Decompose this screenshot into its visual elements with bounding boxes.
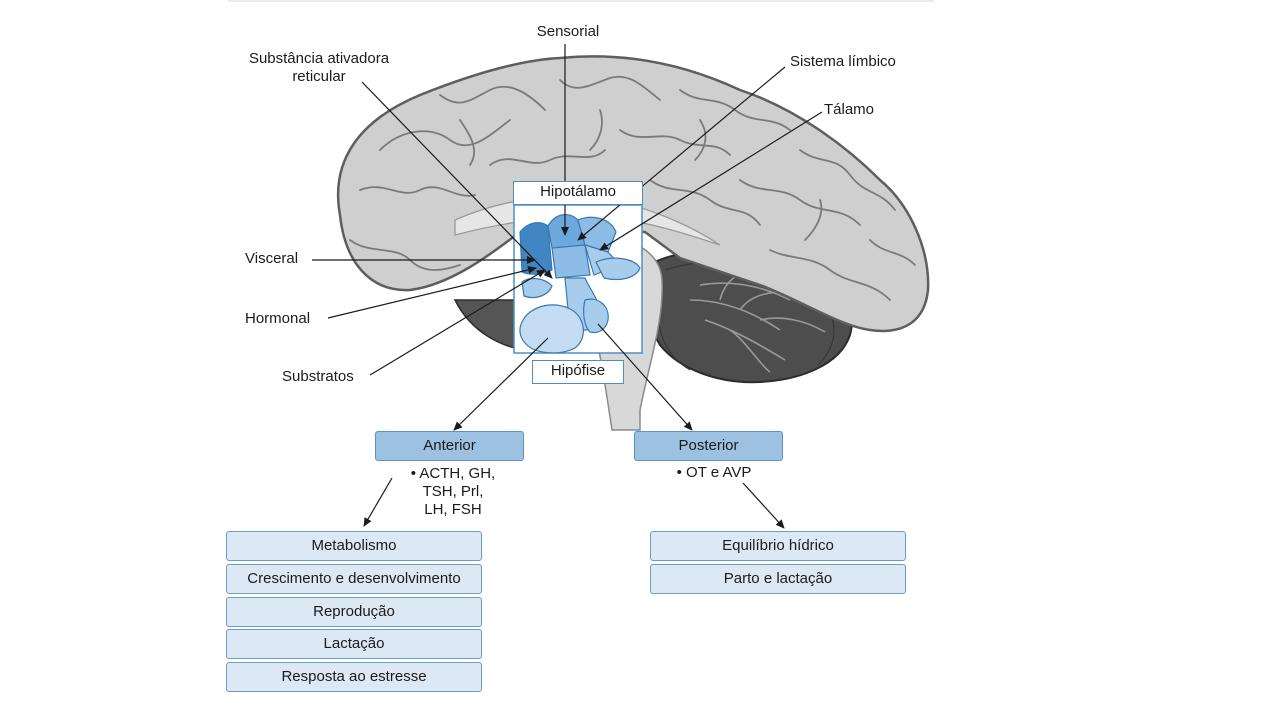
- anterior-function-crescimento: Crescimento e desenvolvimento: [226, 564, 482, 594]
- label-sistema-limbico: Sistema límbico: [790, 53, 896, 70]
- anterior-header: Anterior: [375, 431, 524, 461]
- anterior-hormones: • ACTH, GH, TSH, Prl, LH, FSH: [410, 465, 496, 518]
- label-hipotalamo: Hipotálamo: [513, 181, 643, 205]
- label-sensorial: Sensorial: [536, 23, 600, 40]
- label-talamo: Tálamo: [824, 101, 875, 118]
- label-substancia-ativadora-reticular: Substância ativadora reticular: [248, 50, 390, 85]
- top-border: [228, 0, 934, 2]
- anterior-function-resposta-estresse: Resposta ao estresse: [226, 662, 482, 692]
- posterior-header: Posterior: [634, 431, 783, 461]
- label-substratos: Substratos: [282, 368, 354, 385]
- pituitary-posterior: [583, 298, 609, 334]
- posterior-function-equilibrio-hidrico: Equilíbrio hídrico: [650, 531, 906, 561]
- anterior-function-lactacao: Lactação: [226, 629, 482, 659]
- pituitary-anterior: [519, 304, 584, 354]
- label-hormonal: Hormonal: [245, 310, 311, 327]
- posterior-hormones: • OT e AVP: [676, 464, 752, 481]
- label-visceral: Visceral: [245, 250, 299, 267]
- anterior-function-reproducao: Reprodução: [226, 597, 482, 627]
- cerebrum-gyri: [349, 75, 916, 301]
- label-hipofise: Hipófise: [532, 360, 624, 384]
- cerebellum-arbor: [689, 267, 826, 373]
- anterior-function-metabolismo: Metabolismo: [226, 531, 482, 561]
- posterior-function-parto-lactacao: Parto e lactação: [650, 564, 906, 594]
- leader-lines: [312, 44, 823, 529]
